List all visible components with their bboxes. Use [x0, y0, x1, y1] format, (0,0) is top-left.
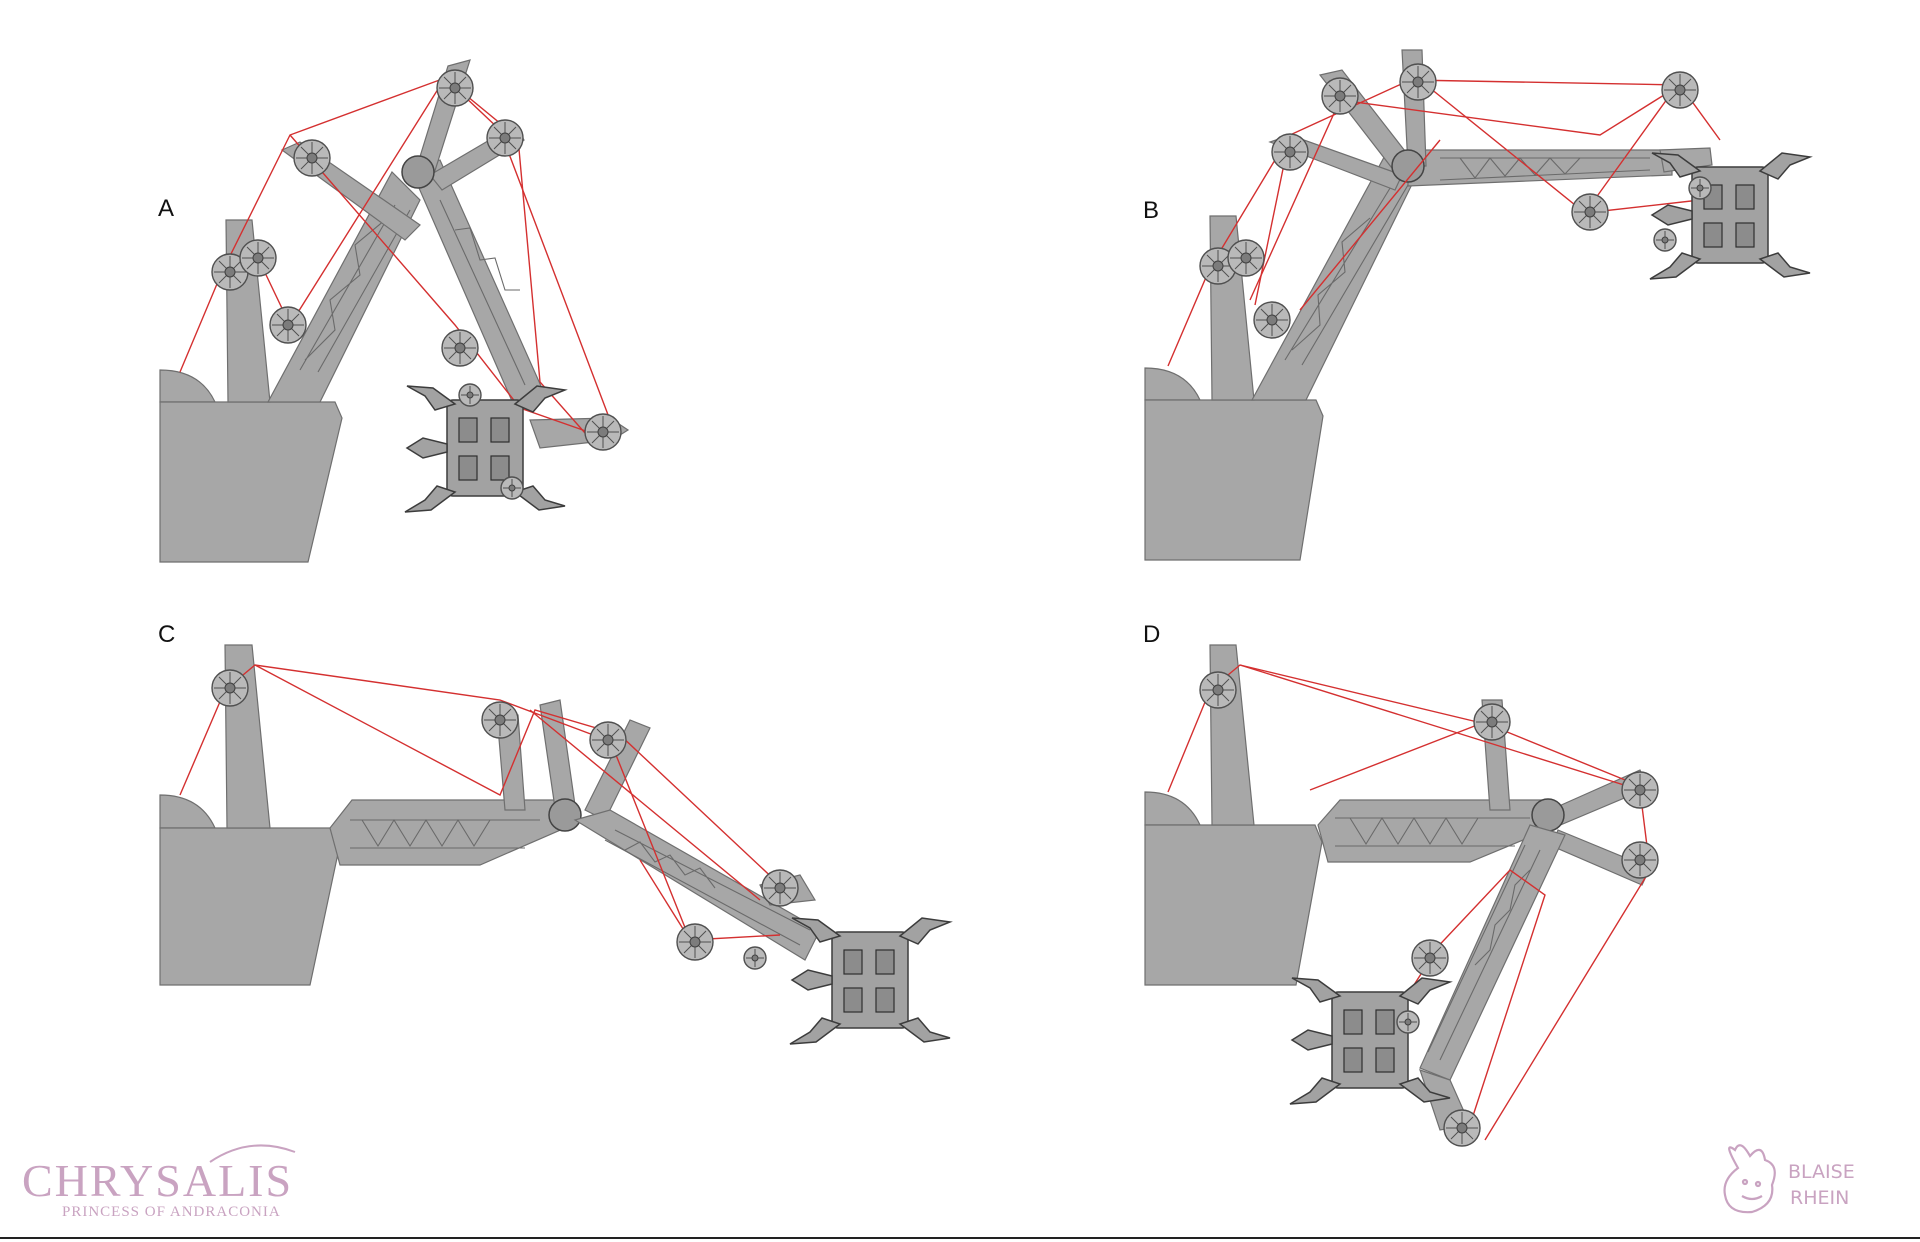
signature-line-2: RHEIN — [1790, 1187, 1849, 1209]
panel-b: B — [1143, 49, 1811, 561]
brand-swoosh — [209, 1144, 296, 1163]
cables-b — [1167, 79, 1721, 367]
claw-b — [1649, 152, 1811, 280]
brand-subtitle: PRINCESS OF ANDRACONIA — [62, 1204, 281, 1220]
artist-signature: BLAISE RHEIN — [1723, 1144, 1855, 1214]
panel-label-a: A — [158, 195, 174, 222]
brand-logo: CHRYSALIS PRINCESS OF ANDRACONIA — [22, 1144, 296, 1220]
signature-line-1: BLAISE — [1788, 1161, 1855, 1183]
panel-label-c: C — [158, 621, 175, 648]
upper-arm-b — [1250, 149, 1421, 401]
brand-title: CHRYSALIS — [22, 1155, 293, 1206]
panel-label-d: D — [1143, 621, 1160, 648]
upper-arm-a — [266, 171, 421, 403]
cables-c — [179, 664, 781, 941]
bunny-icon — [1723, 1144, 1776, 1214]
pulleys-b — [1199, 63, 1699, 339]
panel-c: C — [158, 621, 951, 1045]
panel-d: D — [1143, 621, 1659, 1147]
panel-a: A — [158, 59, 630, 563]
panel-label-b: B — [1143, 197, 1159, 224]
